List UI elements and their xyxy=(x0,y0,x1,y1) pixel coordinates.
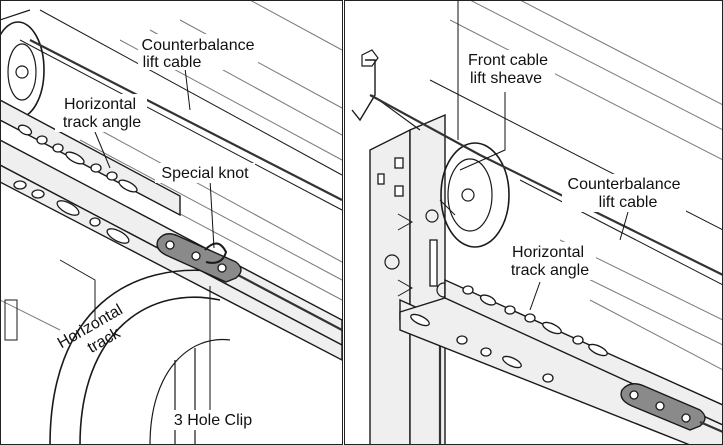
svg-text:Counterbalance: Counterbalance xyxy=(142,37,255,54)
leader-track-angle-right xyxy=(529,281,541,311)
label-counterbalance-left-line2: lift cable xyxy=(143,54,202,71)
left-counterbalance-cable xyxy=(29,39,342,201)
svg-text:Horizontal: Horizontal xyxy=(512,244,584,261)
leader-special-knot xyxy=(209,179,215,249)
leader-counterbalance-right xyxy=(619,211,629,241)
leader-counterbalance-left xyxy=(184,67,191,111)
left-horizontal-track xyxy=(1,259,231,444)
label-counterbalance-left: Counterbalance lift cable xyxy=(138,34,258,71)
svg-text:track angle: track angle xyxy=(511,262,589,279)
svg-text:lift sheave: lift sheave xyxy=(470,70,542,87)
label-counterbalance-right: Counterbalance lift cable xyxy=(562,174,686,212)
label-track-angle-left-line1: Horizontal xyxy=(64,96,136,113)
leader-track-angle-left xyxy=(94,131,111,169)
vertical-bracket xyxy=(369,113,452,444)
label-track-angle-right-line1: Horizontal xyxy=(512,244,584,261)
label-counterbalance-right-line2: lift cable xyxy=(599,194,658,211)
front-cable-lift-sheave xyxy=(439,142,510,248)
label-track-angle-right-line2: track angle xyxy=(511,262,589,279)
svg-text:Counterbalance: Counterbalance xyxy=(568,176,681,193)
label-track-angle-right: Horizontal track angle xyxy=(504,242,596,280)
label-track-angle-left: Horizontal track angle xyxy=(55,94,147,132)
label-track-angle-left-line2: track angle xyxy=(63,114,141,131)
svg-text:Horizontal: Horizontal xyxy=(64,96,136,113)
label-3-hole-clip: 3 Hole Clip xyxy=(170,410,258,430)
three-hole-clip xyxy=(156,233,242,283)
svg-text:Front cable: Front cable xyxy=(468,52,548,69)
label-counterbalance-right-line1: Counterbalance xyxy=(568,176,681,193)
right-clip xyxy=(620,383,722,433)
left-panel-frame xyxy=(0,0,343,445)
label-special-knot-text: Special knot xyxy=(161,165,249,182)
left-panel: Counterbalance lift cable Horizontal tra… xyxy=(1,1,342,444)
right-angle-slots xyxy=(410,285,608,383)
label-front-sheave-line2: lift sheave xyxy=(470,70,542,87)
right-panel: Front cable lift sheave Counterbalance l… xyxy=(351,1,722,444)
label-front-sheave-line1: Front cable xyxy=(468,52,548,69)
label-special-knot: Special knot xyxy=(155,163,255,183)
leader-front-sheave xyxy=(459,92,506,171)
label-counterbalance-left-line1: Counterbalance xyxy=(142,37,255,54)
right-counterbalance-cable xyxy=(369,94,722,276)
svg-text:lift cable: lift cable xyxy=(143,54,202,71)
label-front-sheave: Front cable lift sheave xyxy=(463,50,555,88)
label-3-hole-clip-text: 3 Hole Clip xyxy=(174,412,252,429)
svg-text:track angle: track angle xyxy=(63,114,141,131)
left-angle-slots xyxy=(13,124,138,244)
svg-text:lift cable: lift cable xyxy=(599,194,658,211)
